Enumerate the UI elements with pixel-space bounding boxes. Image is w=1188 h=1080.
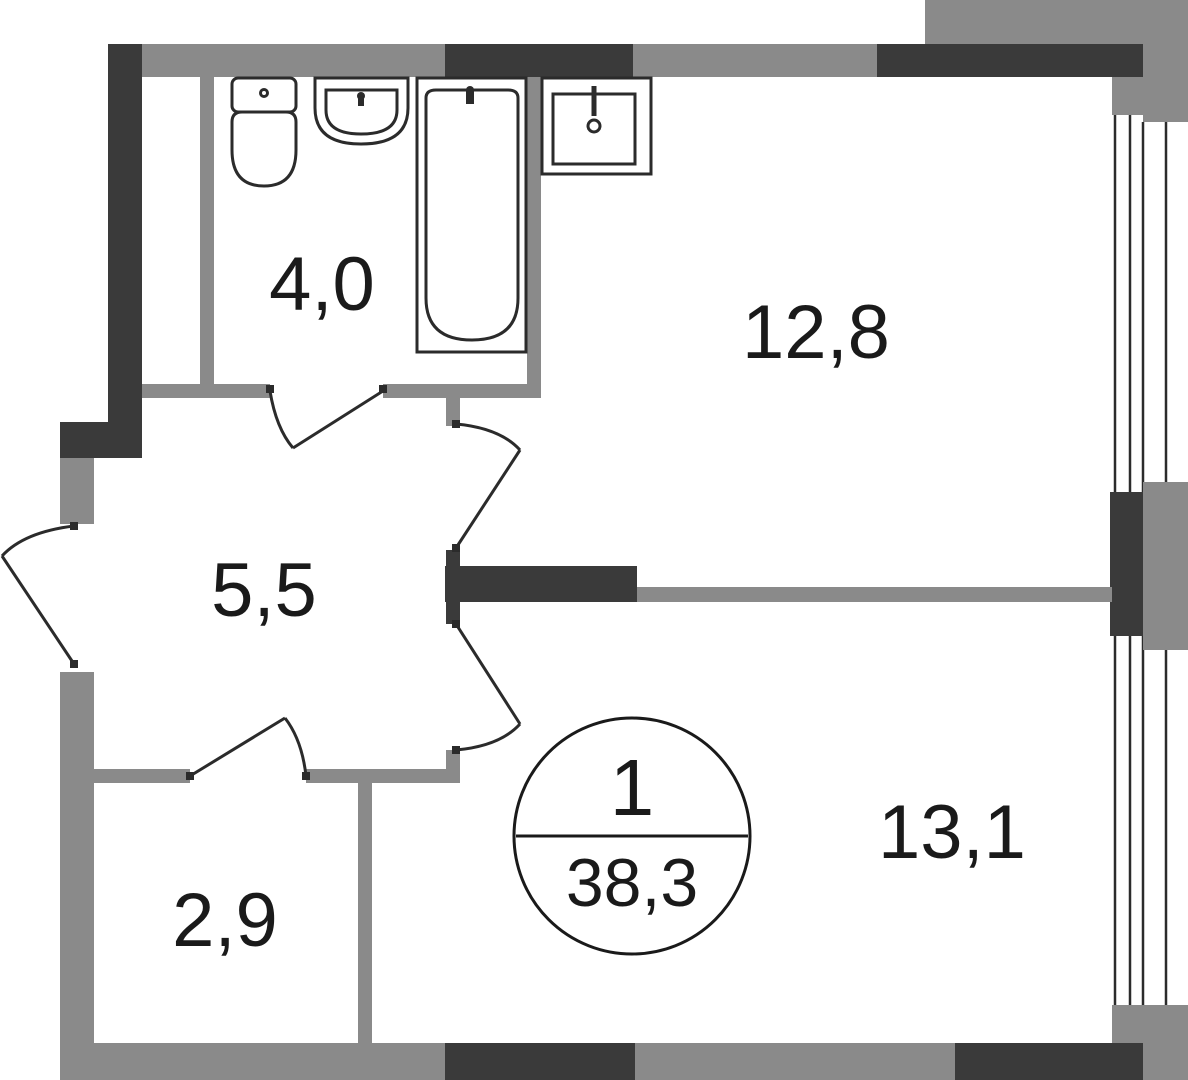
bathroom-partition-right	[527, 77, 541, 397]
doors	[0, 385, 522, 780]
right-pier-gray	[1143, 482, 1188, 650]
hall-wall-stub-bottom	[446, 750, 460, 783]
apartment-badge: 1 38,3	[512, 716, 752, 956]
bathroom-wall-bottom-left	[142, 384, 270, 398]
left-wall-dark-notch	[60, 422, 142, 458]
washbasin-icon	[313, 76, 410, 146]
corner-top-right-a	[925, 0, 1143, 44]
interior-walls	[94, 77, 1112, 1043]
corner-top-right-b	[1143, 0, 1188, 122]
outer-walls	[60, 0, 1188, 1080]
corner-bottom-right-a	[1112, 1005, 1188, 1043]
bottom-wall-dark-center	[445, 1043, 635, 1080]
bedroom-area-label: 13,1	[878, 790, 1026, 875]
divider-wall-gray	[637, 587, 1112, 602]
bedroom-door	[452, 620, 522, 754]
left-wall-gray-stub	[60, 458, 94, 524]
toilet-icon	[230, 76, 298, 188]
storage-door	[186, 716, 310, 780]
corner-top-right-c	[1112, 77, 1143, 115]
divider-wall-dark	[445, 566, 637, 602]
top-wall-gray-left	[108, 44, 445, 77]
storage-area-label: 2,9	[172, 878, 278, 963]
bottom-wall-gray-right	[635, 1043, 955, 1080]
top-wall-dark-center	[445, 44, 633, 77]
hall-wall-small-dark-b	[446, 602, 460, 624]
left-wall-dark-upper	[108, 44, 142, 458]
storage-wall-top-left	[94, 769, 190, 783]
entrance-door	[0, 522, 78, 668]
storage-wall-top-right	[306, 769, 460, 783]
bottom-wall-gray-left	[60, 1043, 445, 1080]
hall-wall-stub-top	[446, 398, 460, 426]
bathroom-partition-left	[200, 77, 214, 384]
kitchen-sink-icon	[540, 76, 653, 176]
window-upper	[1113, 115, 1168, 492]
kitchen-door	[452, 420, 522, 552]
storage-wall-right	[358, 783, 372, 1043]
bathroom-door	[266, 385, 387, 450]
right-pier-dark	[1110, 492, 1143, 636]
hall-area-label: 5,5	[211, 548, 317, 633]
left-wall-gray-lower	[60, 672, 94, 1080]
top-wall-dark-right	[877, 44, 1143, 77]
bathtub-icon	[415, 76, 528, 354]
bottom-wall-dark-right	[955, 1043, 1143, 1080]
rooms-count: 1	[610, 743, 655, 832]
bathroom-area-label: 4,0	[269, 242, 375, 327]
window-lower	[1113, 636, 1168, 1005]
top-wall-gray-right	[633, 44, 877, 77]
corner-bottom-right-b	[1143, 1043, 1188, 1080]
bathroom-wall-bottom-right	[383, 384, 541, 398]
hall-wall-small-dark	[446, 550, 460, 566]
total-area: 38,3	[566, 845, 698, 921]
kitchen-area-label: 12,8	[742, 290, 890, 375]
